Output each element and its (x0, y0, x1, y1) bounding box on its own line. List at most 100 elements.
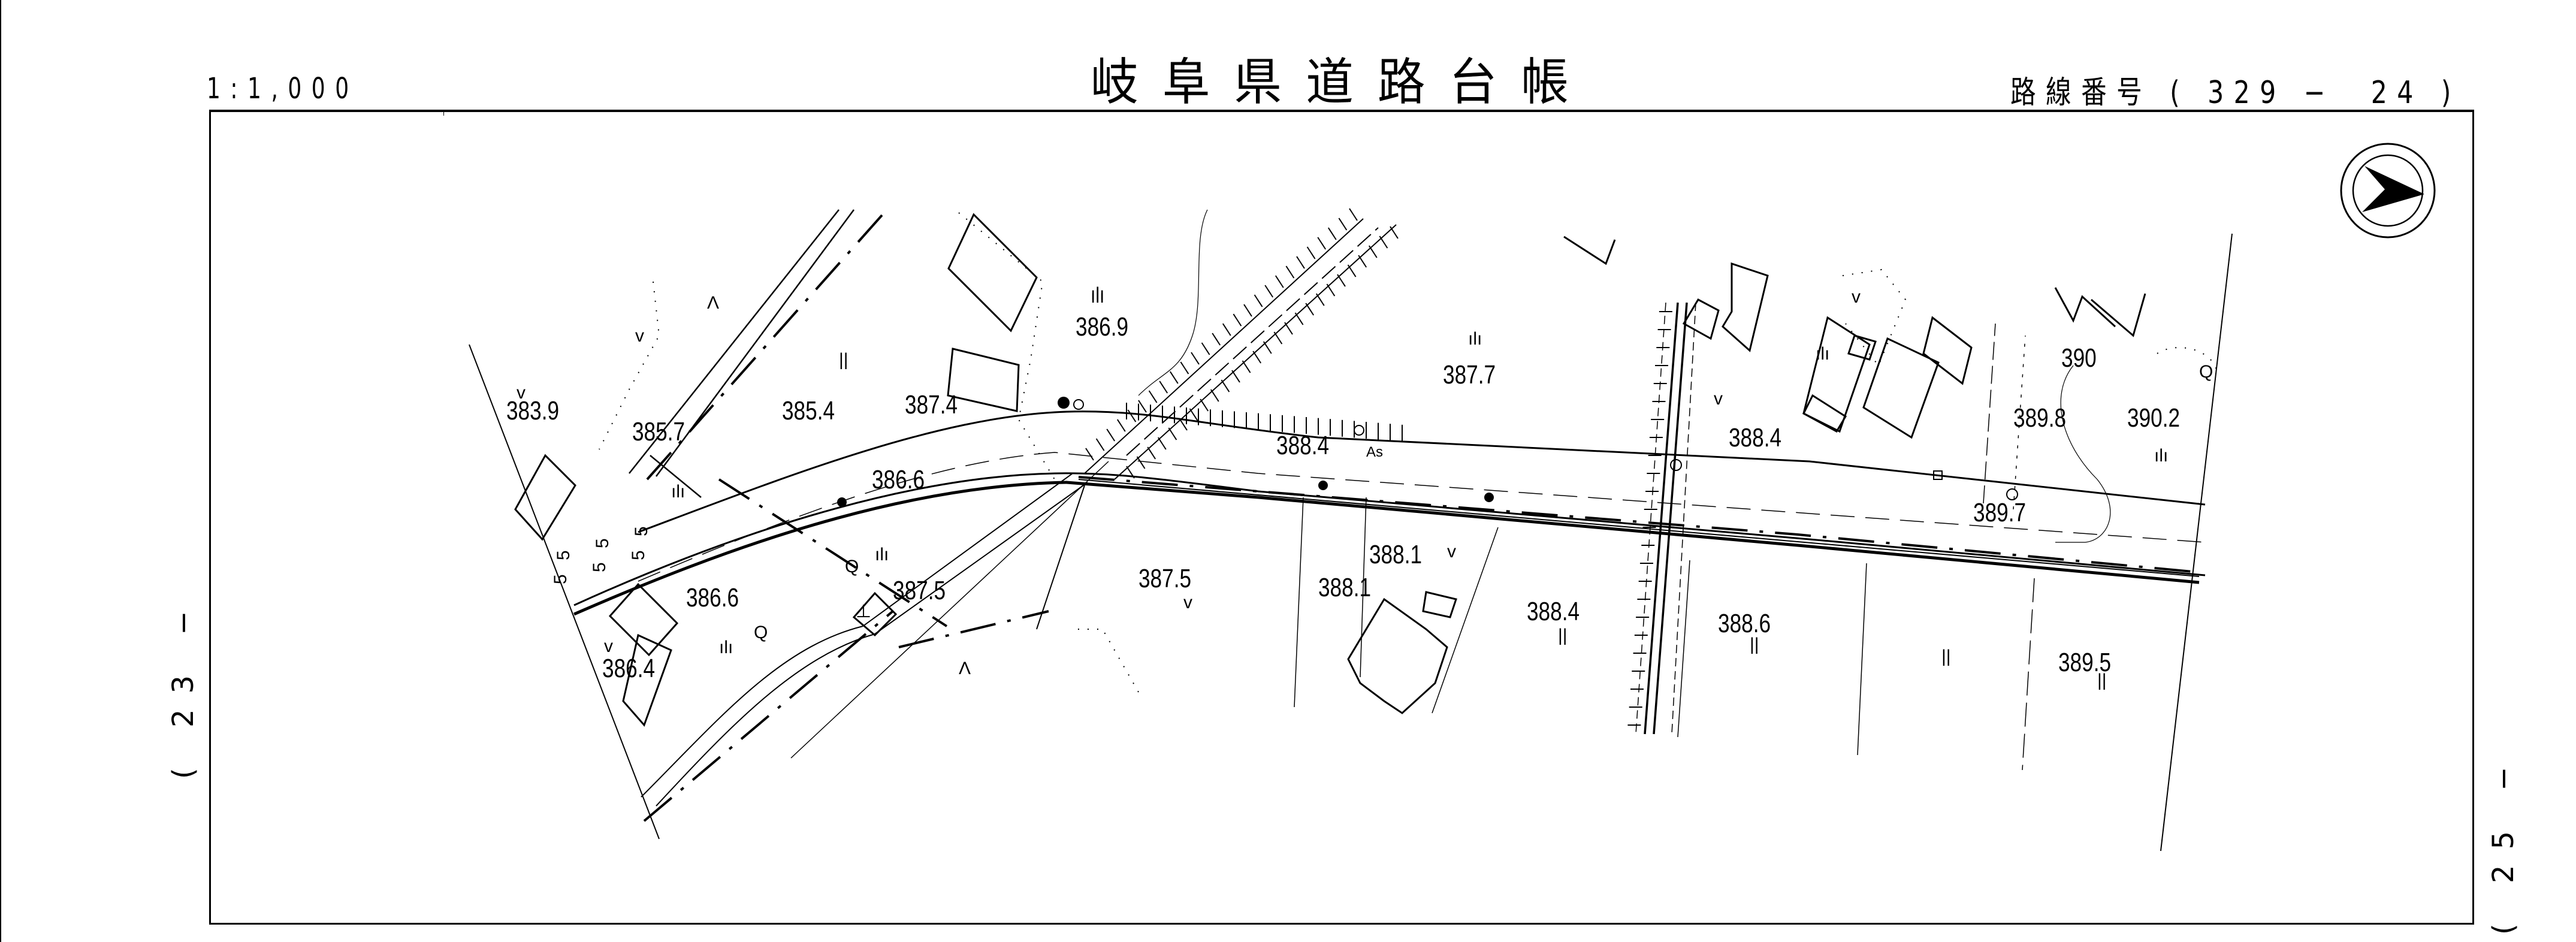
rice-paddy-symbol-icon: || (2097, 671, 2107, 690)
building (1802, 394, 1847, 433)
slope-hatch-mark (1242, 360, 1251, 373)
elevation-label: 389.5 (2058, 648, 2111, 677)
slope-hatch-mark (1252, 351, 1262, 364)
canal-vertical-ticks (1627, 311, 1672, 726)
slope-hatch-mark (1127, 409, 1137, 422)
elevation-label: 387.5 (1138, 564, 1191, 593)
building (1922, 316, 1973, 385)
elevation-label: 386.6 (686, 583, 739, 612)
elevation-label: 388.1 (1369, 540, 1422, 569)
slope-hatch-mark (1189, 408, 1198, 421)
slope-hatch-mark (1347, 264, 1357, 277)
road-markers (837, 397, 2018, 507)
grass-symbol-icon: v (1183, 593, 1192, 612)
route-number-value: ( 329 − 24 ) (2170, 75, 2461, 111)
buildings (514, 213, 2146, 727)
slope-hatch-mark (1136, 456, 1146, 469)
rice-paddy-symbol-icon: || (1558, 626, 1568, 645)
slope-hatch-mark (1273, 331, 1283, 345)
road-width-mark: 5 (554, 550, 573, 560)
tree-symbol-icon: Q (2199, 362, 2213, 382)
rice-paddy-symbol-icon: || (1941, 647, 1951, 666)
grass-symbol-icon: v (517, 383, 526, 403)
slope-hatch-mark (1358, 255, 1367, 268)
grass-symbol-icon: v (1714, 389, 1723, 409)
elevation-label: 386.9 (1076, 312, 1128, 342)
elevation-label: 389.7 (1973, 498, 2026, 527)
slope-hatch-mark (1200, 398, 1209, 412)
tree-symbol-icon: Q (845, 557, 859, 576)
building (947, 348, 1020, 412)
slope-hatch-mark (1168, 427, 1177, 440)
slope-hatch-mark (1231, 370, 1240, 383)
slope-hatch-mark (1379, 236, 1388, 249)
elevation-label: 390 (2061, 343, 2097, 373)
slope-hatch-mark (1284, 322, 1293, 335)
slope-hatch-mark (1368, 245, 1378, 258)
elevation-label: 385.7 (632, 417, 685, 446)
slope-hatch-mark (1221, 379, 1230, 393)
field-symbol-icon: ılı (1091, 287, 1104, 307)
building (622, 633, 672, 727)
parcel-dotted (599, 212, 2218, 693)
slope-hatch-mark (1296, 256, 1305, 269)
road-width-mark: 5 (632, 526, 651, 536)
field-symbol-icon: ılı (1468, 329, 1482, 349)
building (1422, 591, 1457, 618)
slope-hatch-mark (1315, 293, 1325, 306)
elevation-label: 388.4 (1276, 431, 1329, 460)
slope-hatch-mark (1148, 390, 1158, 403)
utility-pole-icon (837, 497, 847, 507)
side-road-north-west (629, 209, 855, 498)
slope-hatch-mark (1212, 333, 1221, 346)
slope-hatch-mark (1317, 237, 1327, 250)
building (1802, 316, 1871, 433)
slope-hatch-mark (1264, 285, 1274, 298)
valve-icon (1670, 459, 1682, 471)
slope-hatch-mark (1326, 283, 1336, 297)
field-symbol-icon: ılı (671, 482, 685, 502)
building (608, 582, 679, 657)
valve-icon (1354, 425, 1364, 436)
slope-hatch-mark (1233, 313, 1242, 327)
field-symbol-icon: ılı (2154, 446, 2168, 466)
slope-hatch-mark (1106, 428, 1116, 442)
slope-hatch-mark (1306, 246, 1316, 259)
building (1347, 597, 1448, 714)
manhole-icon (1058, 397, 1070, 409)
slope-hatch-mark (1147, 446, 1156, 460)
north-arrow-icon (2340, 143, 2436, 238)
slope-hatch-mark (1275, 275, 1284, 288)
building (1847, 334, 1877, 361)
rice-paddy-symbol-icon: || (839, 350, 848, 370)
field-symbol-icon: ılı (1816, 344, 1829, 364)
elevation-label: 388.4 (1729, 423, 1781, 452)
slope-hatch-mark (1179, 418, 1188, 431)
building (1862, 337, 1940, 439)
ditch-south-west (641, 461, 1109, 807)
survey-boundary (469, 233, 2233, 852)
slope-hatch-mark (1294, 312, 1304, 325)
slope-hatch-mark (1159, 381, 1168, 394)
elevation-label: 386.6 (872, 465, 925, 494)
lot-lines (1294, 323, 2035, 771)
canal-vertical (1635, 302, 1696, 735)
building (1563, 236, 1616, 265)
terrain-curve (1138, 209, 2111, 543)
elevation-label: 387.4 (905, 390, 958, 419)
elevation-label: 388.1 (1318, 573, 1371, 602)
elevation-label: 389.8 (2013, 403, 2066, 433)
rice-paddy-symbol-icon: || (1750, 635, 1759, 654)
map-frame-bottom (209, 923, 2474, 925)
slope-hatch-mark (1349, 208, 1358, 221)
route-number: 路線番号 ( 329 − 24 ) (2010, 67, 2461, 112)
slope-hatch-mark (1191, 352, 1200, 365)
main-road (573, 410, 2206, 616)
slope-hatch-mark (1210, 389, 1219, 402)
elevation-label: 387.5 (893, 576, 946, 605)
utility-pole-icon (1484, 493, 1494, 502)
elevation-label: 388.6 (1718, 609, 1771, 638)
